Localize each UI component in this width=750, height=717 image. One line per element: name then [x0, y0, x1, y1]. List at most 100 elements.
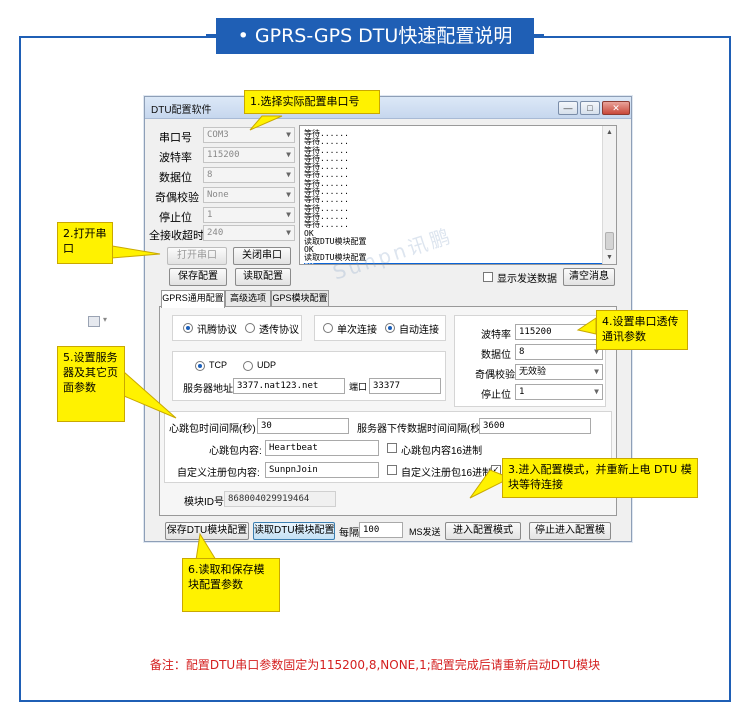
heartbeat-interval-label: 心跳包时间间隔(秒): [169, 424, 256, 435]
clear-messages-button[interactable]: 清空消息: [563, 268, 615, 286]
maximize-button[interactable]: □: [580, 101, 600, 115]
scroll-thumb[interactable]: [605, 232, 614, 250]
heartbeat-content-label: 心跳包内容:: [209, 446, 262, 457]
log-line: OK: [304, 262, 602, 264]
register-content-input[interactable]: SunpnJoin: [265, 462, 379, 478]
chevron-down-icon: ▼: [594, 347, 599, 356]
connect-label-once: 单次连接: [337, 325, 377, 336]
message-log[interactable]: 等待......等待......等待......等待......等待......…: [299, 125, 617, 265]
heartbeat-group: 心跳包时间间隔(秒) 30 服务器下传数据时间间隔(秒) 3600 心跳包内容:…: [164, 411, 612, 483]
port-label: 串口号: [159, 132, 192, 144]
ms-send-label: MS发送: [409, 527, 441, 537]
show-send-label: 显示发送数据: [497, 274, 557, 285]
scroll-down-icon[interactable]: ▼: [606, 254, 613, 261]
log-line: OK: [304, 245, 314, 255]
protocol-group: 讯腾协议 透传协议: [172, 315, 302, 341]
log-line: 等待......: [304, 153, 349, 163]
minimize-button[interactable]: —: [558, 101, 578, 115]
heartbeat-interval-input[interactable]: 30: [257, 418, 349, 434]
close-port-button[interactable]: 关闭串口: [233, 247, 291, 265]
stopbits-select[interactable]: 1▼: [203, 207, 295, 223]
chevron-down-icon: ▼: [594, 387, 599, 396]
chevron-down-icon: ▼: [286, 210, 291, 219]
close-button[interactable]: ✕: [602, 101, 630, 115]
read-dtu-config-button[interactable]: 读取DTU模块配置: [253, 522, 335, 540]
log-line: 等待......: [304, 220, 349, 230]
document-icon: [88, 316, 100, 327]
server-interval-label: 服务器下传数据时间间隔(秒): [357, 424, 484, 435]
log-line: 等待......: [304, 178, 349, 188]
baud-label: 波特率: [159, 152, 192, 164]
timeout-label: 全接收超时: [149, 230, 204, 242]
log-lines: 等待......等待......等待......等待......等待......…: [304, 129, 602, 264]
read-config-button[interactable]: 读取配置: [235, 268, 291, 286]
port-select[interactable]: COM3▼: [203, 127, 295, 143]
stopbits-value: 1: [207, 210, 213, 220]
log-line: 等待......: [304, 137, 349, 147]
server-group: TCP UDP 服务器地址 3377.nat123.net 端口 33377: [172, 351, 446, 401]
transport-label-udp: UDP: [257, 360, 277, 370]
log-line: 等待......: [304, 129, 349, 138]
tab-gps[interactable]: GPS模块配置: [271, 290, 329, 307]
log-line: 读取DTU模块配置: [304, 253, 367, 263]
heartbeat-content-input[interactable]: Heartbeat: [265, 440, 379, 456]
parity-select[interactable]: None▼: [203, 187, 295, 203]
transport-radio-udp[interactable]: [243, 361, 253, 371]
protocol-label-xunteng: 讯腾协议: [197, 325, 237, 336]
timeout-select[interactable]: 240▼: [203, 225, 295, 241]
server-addr-input[interactable]: 3377.nat123.net: [233, 378, 345, 394]
chevron-down-icon: ▼: [286, 170, 291, 179]
trans-stopbits-select[interactable]: 1▼: [515, 384, 603, 400]
send-interval-input[interactable]: 100: [359, 522, 403, 538]
tab-gprs-general[interactable]: GPRS通用配置: [161, 290, 225, 308]
log-scrollbar[interactable]: ▲ ▼: [602, 126, 616, 264]
baud-select[interactable]: 115200▼: [203, 147, 295, 163]
protocol-label-transparent: 透传协议: [259, 325, 299, 336]
protocol-radio-xunteng[interactable]: [183, 323, 193, 333]
log-line: 等待......: [304, 145, 349, 155]
log-line: 等待......: [304, 195, 349, 205]
parity-label: 奇偶校验: [155, 192, 199, 204]
timeout-value: 240: [207, 228, 224, 238]
tab-advanced[interactable]: 高级选项: [225, 290, 271, 307]
protocol-radio-transparent[interactable]: [245, 323, 255, 333]
dtu-config-window: DTU配置软件 — □ ✕ 串口号 波特率 数据位 奇偶校验 停止位 全接收超时…: [144, 96, 632, 542]
server-port-label: 端口: [349, 382, 368, 392]
gprs-general-panel: 讯腾协议 透传协议 单次连接 自动连接 TCP UDP 服务器地址 3377.n…: [159, 306, 617, 516]
log-line: 等待......: [304, 187, 349, 197]
callout-6: 6.读取和保存模块配置参数: [182, 558, 280, 612]
transport-radio-tcp[interactable]: [195, 361, 205, 371]
log-line: 等待......: [304, 170, 349, 180]
server-port-input[interactable]: 33377: [369, 378, 441, 394]
trans-databits-select[interactable]: 8▼: [515, 344, 603, 360]
log-line: 等待......: [304, 211, 349, 221]
enter-config-mode-button[interactable]: 进入配置模式: [445, 522, 521, 540]
connect-radio-auto[interactable]: [385, 323, 395, 333]
footnote: 备注：配置DTU串口参数固定为115200,8,NONE,1;配置完成后请重新启…: [149, 658, 601, 672]
databits-select[interactable]: 8▼: [203, 167, 295, 183]
save-config-button[interactable]: 保存配置: [169, 268, 227, 286]
stop-config-mode-button[interactable]: 停止进入配置模: [529, 522, 611, 540]
scroll-up-icon[interactable]: ▲: [606, 129, 613, 136]
trans-parity-select[interactable]: 无效验▼: [515, 364, 603, 380]
callout-1: 1.选择实际配置串口号: [244, 90, 380, 114]
log-line: 等待......: [304, 162, 349, 172]
stopbits-label: 停止位: [159, 212, 192, 224]
save-dtu-config-button[interactable]: 保存DTU模块配置: [165, 522, 249, 540]
trans-parity-label: 奇偶校验: [475, 370, 515, 381]
callout-6-pointer: [195, 532, 217, 561]
show-send-checkbox[interactable]: [483, 272, 493, 282]
heartbeat-hex-checkbox[interactable]: [387, 443, 397, 453]
connect-group: 单次连接 自动连接: [314, 315, 446, 341]
connect-label-auto: 自动连接: [399, 325, 439, 336]
open-port-button[interactable]: 打开串口: [167, 247, 227, 265]
callout-3: 3.进入配置模式，并重新上电 DTU 模块等待连接: [502, 458, 698, 498]
baud-value: 115200: [207, 150, 240, 160]
module-id-field: 868004029919464: [224, 491, 336, 507]
server-interval-input[interactable]: 3600: [479, 418, 591, 434]
trans-databits-value: 8: [519, 347, 525, 357]
register-hex-checkbox[interactable]: [387, 465, 397, 475]
connect-radio-once[interactable]: [323, 323, 333, 333]
parity-value: None: [207, 190, 229, 200]
